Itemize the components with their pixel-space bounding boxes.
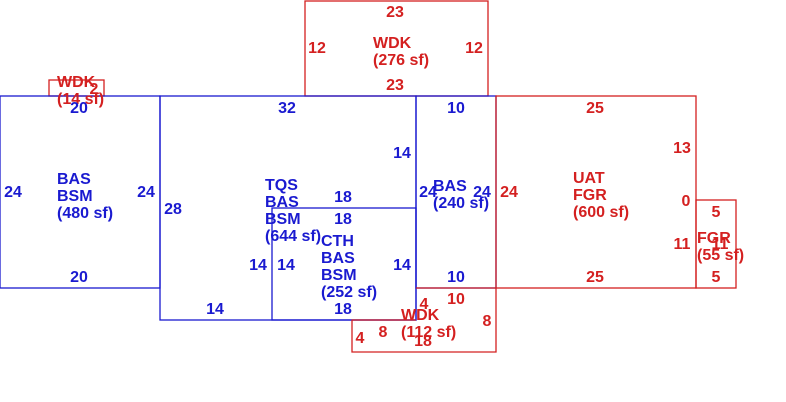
dim-bas-left-left: 24 <box>4 184 22 201</box>
uat-outline <box>495 95 697 289</box>
dim-cth-left: 14 <box>277 257 295 274</box>
dim-cth-right: 14 <box>393 257 411 274</box>
dim-wdk-bottom-left: 4 <box>356 330 365 347</box>
fgr-outline <box>695 199 737 289</box>
wdk-bottom-outline <box>351 287 497 353</box>
dim-bas-left-top: 20 <box>70 100 88 117</box>
dim-uat-left: 24 <box>500 184 518 201</box>
dim-uat-bottom: 25 <box>586 269 604 286</box>
dim-bas240-left: 24 <box>419 184 437 201</box>
dim-bas-left-bottom: 20 <box>70 269 88 286</box>
dim-tqs-inner-h1: 18 <box>334 189 352 206</box>
dim-wdk-bottom-right: 8 <box>483 313 492 330</box>
dim-bas-left-right: 24 <box>137 184 155 201</box>
dim-wdk-bottom-bottom: 18 <box>414 333 432 350</box>
tqs-label: TQS BAS BSM (644 sf) <box>265 177 321 245</box>
cth-label: CTH BAS BSM (252 sf) <box>321 233 377 301</box>
dim-cth-top: 18 <box>334 211 352 228</box>
dim-tqs-inner-v: 14 <box>249 257 267 274</box>
dim-uat-right-upper: 13 <box>673 140 691 157</box>
dim-cth-bottom: 18 <box>334 301 352 318</box>
bas-left-label: BAS BSM (480 sf) <box>57 171 113 222</box>
dim-wdk-bottom-4a: 4 <box>420 296 429 313</box>
dim-tqs-right: 14 <box>393 145 411 162</box>
dim-wdk-top-left: 12 <box>308 40 326 57</box>
dim-wdk-bottom-8: 8 <box>379 324 388 341</box>
dim-wdk-top-bottom: 23 <box>386 77 404 94</box>
wdk-bottom-label: WDK (112 sf) <box>401 307 456 341</box>
wdk-top-label: WDK (276 sf) <box>373 35 429 69</box>
dim-fgr-top: 5 <box>712 204 721 221</box>
wdk-small-label: WDK (14 sf) <box>57 74 104 108</box>
dim-tqs-left: 28 <box>164 201 182 218</box>
dim-wdk-top-top: 23 <box>386 4 404 21</box>
dim-bas240-bottom: 10 <box>447 269 465 286</box>
uat-label: UAT FGR (600 sf) <box>573 170 629 221</box>
dim-tqs-top: 32 <box>278 100 296 117</box>
dim-fgr-bottom: 5 <box>712 269 721 286</box>
fgr-label: FGR (55 sf) <box>697 230 744 264</box>
dim-uat-right-lower: 11 <box>674 236 691 253</box>
dim-uat-top: 25 <box>586 100 604 117</box>
dim-wdk-small-side: 2 <box>90 81 99 98</box>
dim-bas240-top: 10 <box>447 100 465 117</box>
dim-uat-right-mid: 0 <box>682 193 691 210</box>
dim-tqs-bottom: 14 <box>206 301 224 318</box>
dim-wdk-bottom-top: 10 <box>447 291 465 308</box>
bas-240-label: BAS (240 sf) <box>433 178 489 212</box>
dim-bas240-right: 24 <box>473 184 491 201</box>
dim-fgr-side: 11 <box>712 236 729 253</box>
dim-wdk-top-right: 12 <box>465 40 483 57</box>
